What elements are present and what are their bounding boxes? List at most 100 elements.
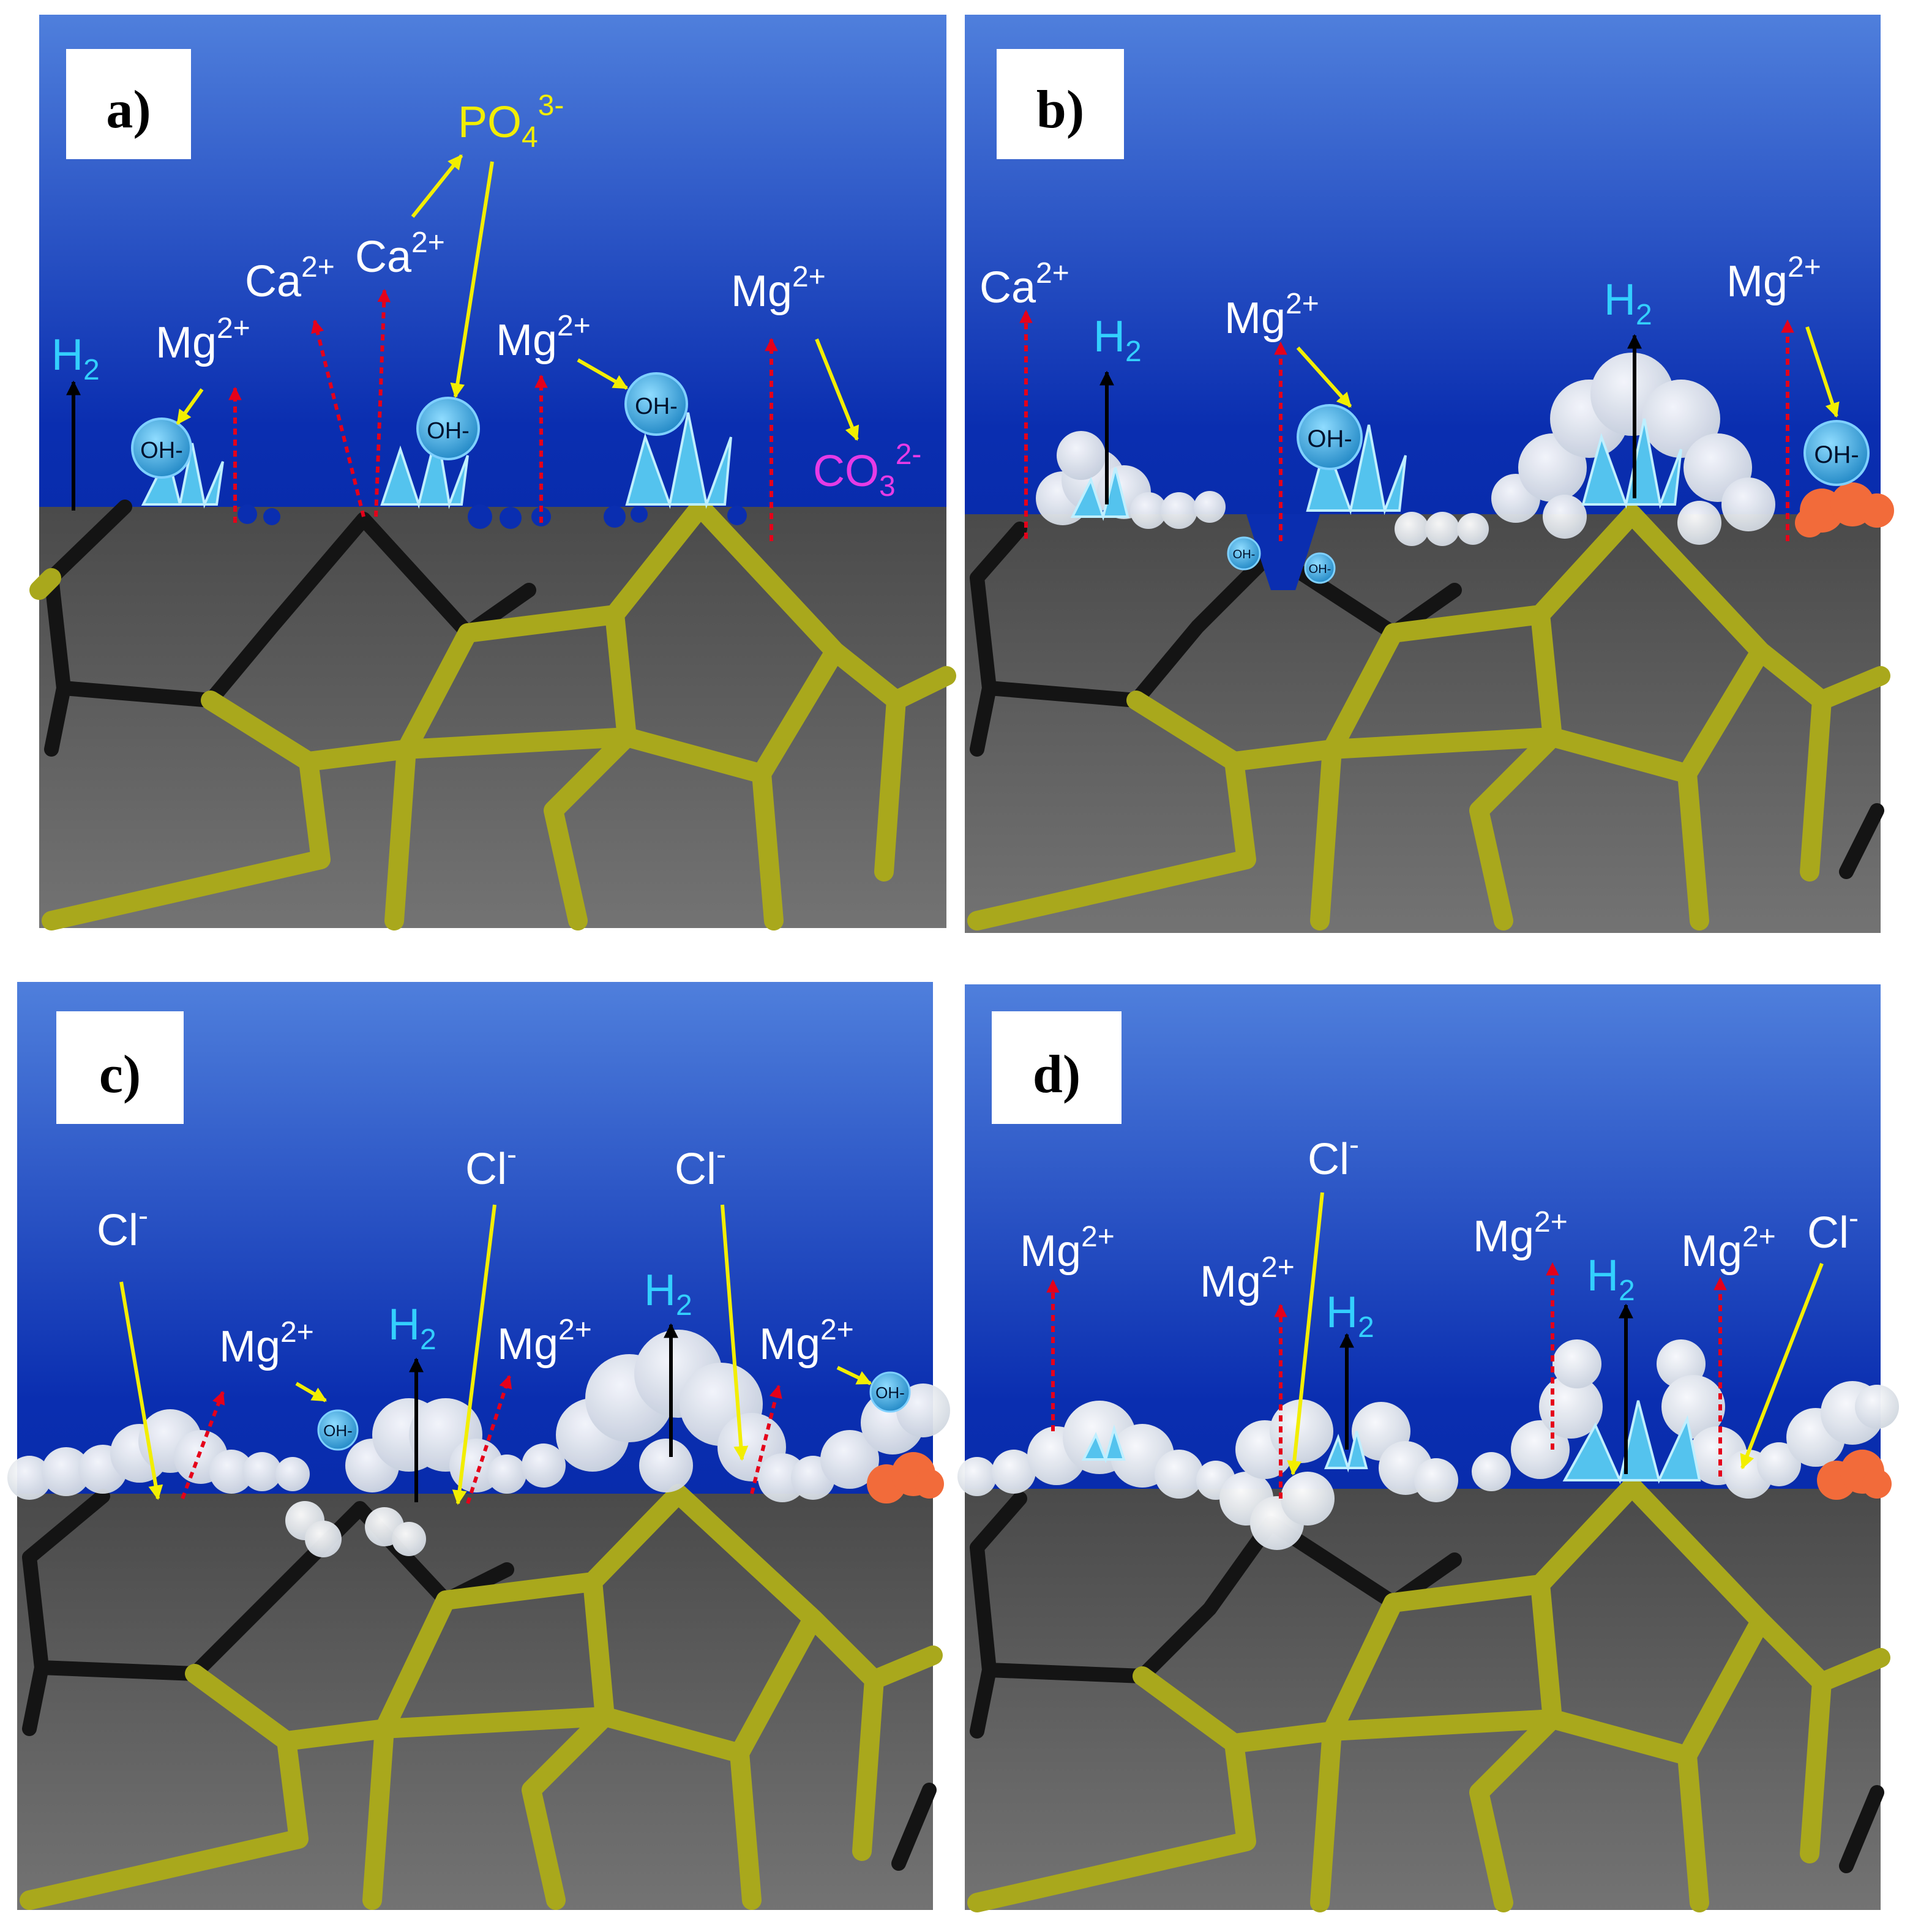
reactant-arrow <box>836 1366 872 1385</box>
panel-letter-box <box>66 49 191 159</box>
dissolution-arrow <box>181 1390 225 1500</box>
dissolution-arrow <box>311 319 365 517</box>
hydroxide-bubble-icon <box>416 397 480 460</box>
metal-substrate <box>39 507 946 928</box>
reactant-arrow <box>1287 1192 1324 1476</box>
h2-label: H2 <box>388 1300 436 1356</box>
grain-boundary-yellow <box>967 504 1890 930</box>
panel-letter: c) <box>99 1045 141 1104</box>
grain-structure <box>967 504 1890 930</box>
hydroxide-label: OH- <box>635 394 678 419</box>
hydroxide-bubble-icon <box>869 1371 911 1413</box>
crystal-cluster-icon <box>1081 1425 1126 1464</box>
mg-ion-label: Mg2+ <box>155 312 250 367</box>
reactant-arrow <box>295 1382 328 1402</box>
crystal-cluster-icon <box>1070 467 1129 522</box>
dissolution-arrow <box>374 288 391 517</box>
mg-ion-label: Mg2+ <box>1020 1221 1115 1276</box>
reactant-arrow <box>721 1204 749 1461</box>
reactant-arrow <box>1740 1262 1824 1470</box>
crystal-cluster-3 <box>625 412 732 509</box>
arrows <box>66 154 860 541</box>
mg-ion-label: Mg2+ <box>1200 1251 1295 1306</box>
hydroxide-bubble-icon <box>317 1409 359 1451</box>
panel-letter: a) <box>106 80 151 140</box>
chloride-ion-label: Cl- <box>675 1139 726 1194</box>
corrosion-product-cloud-icon <box>1036 353 1775 546</box>
mg-ion-label: Mg2+ <box>731 261 826 316</box>
surface-pits <box>238 504 747 529</box>
mg-ion-label: Mg2+ <box>496 310 591 365</box>
arrows <box>119 1204 872 1505</box>
hydroxide-bubble-icon <box>1297 404 1363 470</box>
hydroxide-label: OH- <box>1309 563 1331 576</box>
grain-boundary-dark <box>44 500 536 757</box>
crystal-cluster-icon <box>1324 1431 1368 1473</box>
reactant-arrow <box>411 154 463 218</box>
mg-ion-label: Mg2+ <box>1681 1221 1776 1276</box>
reactant-arrow <box>815 338 860 441</box>
orange-deposit-icon <box>1795 482 1894 537</box>
h2-label: H2 <box>1587 1251 1635 1307</box>
reactant-arrow <box>119 1281 163 1500</box>
h2-label: H2 <box>1326 1288 1374 1344</box>
h2-label: H2 <box>1604 275 1652 331</box>
reactant-arrow <box>1296 346 1352 408</box>
panel-b: OH- OH- OH- OH- Ca2+ H2 Mg2+ H2 Mg2+ b) <box>965 15 1894 933</box>
panel-letter-box <box>992 1011 1122 1124</box>
mg-ion-label: Mg2+ <box>759 1314 854 1369</box>
mg-ion-label: Mg2+ <box>219 1316 314 1371</box>
grain-boundary-dark <box>970 522 1884 879</box>
h2-label: H2 <box>51 331 100 386</box>
orange-deposit-icon <box>1817 1450 1892 1500</box>
h2-label: H2 <box>644 1266 692 1322</box>
grain-boundary-yellow <box>29 497 956 930</box>
grain-boundary-dark <box>22 1489 937 1871</box>
mg-ion-label: Mg2+ <box>1473 1206 1568 1261</box>
panel-letter: b) <box>1036 80 1084 140</box>
grain-boundary-yellow <box>967 1477 1890 1912</box>
grain-structure <box>20 1484 943 1910</box>
chloride-ion-label: Cl- <box>97 1200 148 1255</box>
phosphate-ion-label: PO43- <box>458 89 564 154</box>
ca-ion-label: Ca2+ <box>245 251 335 306</box>
reactant-arrow <box>577 358 629 390</box>
panel-a: OH- OH- OH- H2 Mg2+ Ca2+ Ca2+ PO43- Mg2+… <box>29 15 956 930</box>
arrows <box>1019 309 1840 541</box>
grain-structure <box>29 497 956 930</box>
orange-deposit-icon <box>867 1452 944 1503</box>
solution-pit <box>1246 514 1320 590</box>
metal-substrate <box>965 1489 1881 1910</box>
panel-letter-box <box>997 49 1124 159</box>
crystal-cluster-icon <box>1562 1400 1701 1485</box>
dissolution-arrow <box>750 1384 782 1494</box>
h2-label: H2 <box>1093 312 1142 368</box>
hydroxide-bubble-icon <box>1227 536 1261 571</box>
crystal-cluster-2 <box>380 430 469 509</box>
reactant-arrow <box>1805 326 1840 418</box>
hydroxide-label: OH- <box>323 1421 353 1440</box>
metal-substrate <box>965 514 1881 933</box>
panel-letter-box <box>56 1011 184 1124</box>
corrosion-product-cloud-icon <box>7 1330 950 1557</box>
ca-ion-label: Ca2+ <box>979 257 1069 312</box>
crystal-cluster-icon <box>1581 418 1682 509</box>
chloride-ion-label: Cl- <box>1308 1129 1359 1184</box>
mg-ion-label: Mg2+ <box>1726 251 1821 306</box>
reactant-arrow <box>450 161 494 399</box>
hydroxide-label: OH- <box>1814 441 1859 468</box>
hydroxide-label: OH- <box>1307 425 1352 452</box>
grain-structure <box>967 1477 1890 1912</box>
mg-ion-label: Mg2+ <box>1224 288 1319 343</box>
chloride-ion-label: Cl- <box>465 1139 517 1194</box>
ca-ion-label: Ca2+ <box>355 227 445 282</box>
reactant-arrow <box>452 1204 496 1505</box>
grain-boundary-dark <box>970 1491 1884 1873</box>
mg-ion-label: Mg2+ <box>497 1314 592 1369</box>
metal-substrate <box>17 1494 933 1910</box>
hydroxide-label: OH- <box>1233 548 1256 561</box>
hydroxide-bubble-icon <box>624 372 688 436</box>
panel-d: Mg2+ Cl- Mg2+ H2 Mg2+ H2 Mg2+ Cl- d) <box>957 984 1899 1912</box>
hydroxide-label: OH- <box>875 1383 905 1402</box>
